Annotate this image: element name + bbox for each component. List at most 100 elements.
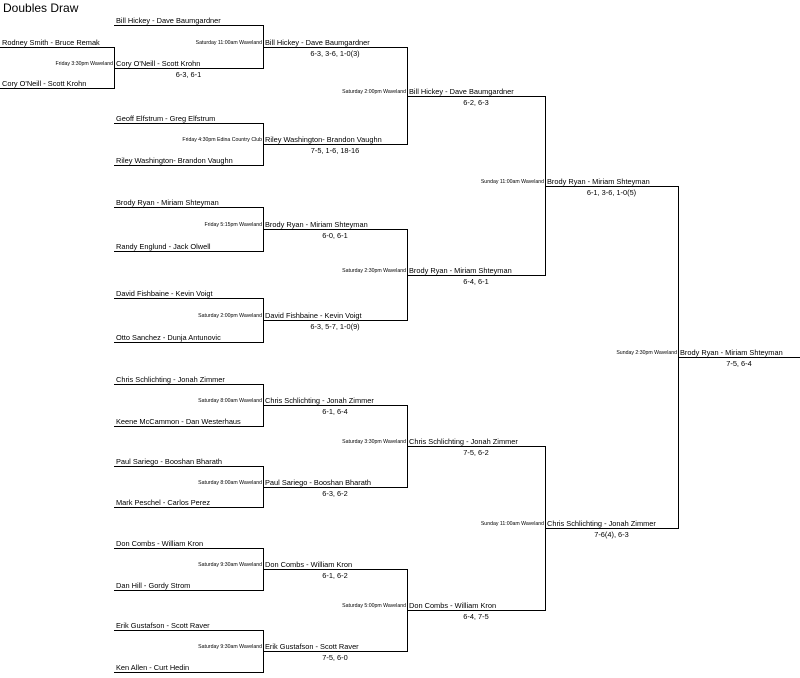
- match-schedule: Saturday 8:00am Waveland: [198, 480, 262, 486]
- winner-name: Brody Ryan - Miriam Shteyman: [265, 220, 368, 229]
- team-name: Dan Hill - Gordy Strom: [116, 581, 191, 590]
- match-schedule: Sunday 11:00am Waveland: [480, 179, 544, 185]
- team-name: Brody Ryan - Miriam Shteyman: [116, 198, 219, 207]
- team-name: Cory O'Neill - Scott Krohn: [2, 79, 87, 88]
- bracket-line: [678, 357, 800, 358]
- match-score: 6-3, 3-6, 1-0(3): [310, 49, 360, 58]
- match-score: 6-4, 6-1: [463, 277, 489, 286]
- bracket-line: [114, 25, 263, 26]
- team-name: Randy Englund - Jack Olwell: [116, 242, 211, 251]
- page-title: Doubles Draw: [3, 1, 79, 15]
- bracket-line: [114, 165, 263, 166]
- bracket-line: [114, 123, 263, 124]
- match-schedule: Saturday 2:00pm Waveland: [198, 313, 262, 319]
- team-name: Chris Schlichting - Jonah Zimmer: [116, 375, 225, 384]
- match-schedule: Saturday 2:30pm Waveland: [342, 268, 406, 274]
- team-name: Otto Sanchez - Dunja Antunovic: [116, 333, 221, 342]
- bracket-line: [114, 68, 263, 69]
- bracket-line: [114, 672, 263, 673]
- match-schedule: Saturday 11:00am Waveland: [195, 40, 262, 46]
- winner-name: Riley Washington- Brandon Vaughn: [265, 135, 382, 144]
- winner-name: Brody Ryan - Miriam Shteyman: [409, 266, 512, 275]
- bracket-line: [114, 590, 263, 591]
- match-schedule: Saturday 8:00am Waveland: [198, 398, 262, 404]
- winner-name: Bill Hickey - Dave Baumgardner: [409, 87, 514, 96]
- match-score: 7-5, 1-6, 18-16: [310, 146, 360, 155]
- bracket-line: [263, 144, 407, 145]
- bracket-line: [114, 384, 263, 385]
- bracket-line: [0, 47, 114, 48]
- match-score: 6-4, 7-5: [463, 612, 489, 621]
- match-score: 6-1, 6-2: [322, 571, 348, 580]
- match-schedule: Sunday 11:00am Waveland: [480, 521, 544, 527]
- match-score: 7-6(4), 6-3: [594, 530, 629, 539]
- bracket-line: [263, 405, 407, 406]
- bracket-line: [114, 630, 263, 631]
- match-schedule: Friday 4:30pm Edina Country Club: [182, 137, 262, 143]
- match-score: 7-5, 6-2: [463, 448, 489, 457]
- bracket-line: [114, 507, 263, 508]
- team-name: David Fishbaine - Kevin Voigt: [116, 289, 213, 298]
- bracket-line: [407, 610, 545, 611]
- winner-name: Chris Schlichting - Jonah Zimmer: [265, 396, 374, 405]
- team-name: Paul Sariego - Booshan Bharath: [116, 457, 223, 466]
- bracket-line: [114, 426, 263, 427]
- match-score: 6-3, 6-1: [175, 70, 202, 79]
- bracket-line: [263, 487, 407, 488]
- match-schedule: Saturday 9:30am Waveland: [198, 644, 262, 650]
- match-score: 6-3, 6-2: [322, 489, 348, 498]
- match-score: 6-1, 6-4: [322, 407, 348, 416]
- match-schedule: Friday 5:15pm Waveland: [204, 222, 262, 228]
- bracket-line: [545, 528, 678, 529]
- winner-name: Brody Ryan - Miriam Shteyman: [547, 177, 650, 186]
- match-schedule: Friday 3:30pm Waveland: [55, 61, 113, 67]
- team-name: Rodney Smith - Bruce Remak: [2, 38, 100, 47]
- bracket-line: [407, 275, 545, 276]
- bracket-line: [114, 466, 263, 467]
- match-score: 6-3, 5-7, 1-0(9): [310, 322, 360, 331]
- bracket-line: [407, 96, 545, 97]
- bracket-line: [545, 186, 678, 187]
- winner-name: Paul Sariego - Booshan Bharath: [265, 478, 372, 487]
- winner-name: Bill Hickey - Dave Baumgardner: [265, 38, 370, 47]
- match-score: 7-5, 6-4: [726, 359, 752, 368]
- champion-name: Brody Ryan - Miriam Shteyman: [680, 348, 783, 357]
- team-name: Don Combs - William Kron: [116, 539, 204, 548]
- bracket-line: [114, 548, 263, 549]
- team-name: Ken Allen - Curt Hedin: [116, 663, 190, 672]
- bracket-line: [263, 320, 407, 321]
- winner-name: Chris Schlichting - Jonah Zimmer: [547, 519, 656, 528]
- match-schedule: Saturday 3:30pm Waveland: [342, 439, 406, 445]
- team-name: Riley Washington- Brandon Vaughn: [116, 156, 233, 165]
- match-schedule: Sunday 2:30pm Waveland: [616, 350, 677, 356]
- team-name: Keene McCammon - Dan Westerhaus: [116, 417, 241, 426]
- team-name: Geoff Elfstrum - Greg Elfstrum: [116, 114, 216, 123]
- bracket-line: [0, 88, 114, 89]
- bracket-line: [114, 298, 263, 299]
- winner-name: David Fishbaine - Kevin Voigt: [265, 311, 362, 320]
- team-name: Bill Hickey - Dave Baumgardner: [116, 16, 221, 25]
- bracket-line: [263, 569, 407, 570]
- bracket-line: [407, 446, 545, 447]
- winner-name: Chris Schlichting - Jonah Zimmer: [409, 437, 518, 446]
- bracket-line: [263, 229, 407, 230]
- match-schedule: Saturday 9:30am Waveland: [198, 562, 262, 568]
- winner-name: Don Combs - William Kron: [409, 601, 497, 610]
- match-score: 6-1, 3-6, 1-0(5): [586, 188, 637, 197]
- team-name: Erik Gustafson - Scott Raver: [116, 621, 210, 630]
- winner-name: Erik Gustafson - Scott Raver: [265, 642, 359, 651]
- bracket-line: [114, 342, 263, 343]
- match-score: 7-5, 6-0: [322, 653, 348, 662]
- bracket-line: [263, 47, 407, 48]
- match-score: 6-0, 6-1: [322, 231, 348, 240]
- match-schedule: Saturday 5:00pm Waveland: [342, 603, 406, 609]
- winner-name: Don Combs - William Kron: [265, 560, 353, 569]
- bracket-line: [263, 651, 407, 652]
- team-name: Mark Peschel - Carlos Perez: [116, 498, 211, 507]
- winner-name: Cory O'Neill - Scott Krohn: [116, 59, 201, 68]
- bracket-line: [114, 251, 263, 252]
- match-schedule: Saturday 2:00pm Waveland: [342, 89, 406, 95]
- bracket-line: [114, 207, 263, 208]
- match-score: 6-2, 6-3: [463, 98, 489, 107]
